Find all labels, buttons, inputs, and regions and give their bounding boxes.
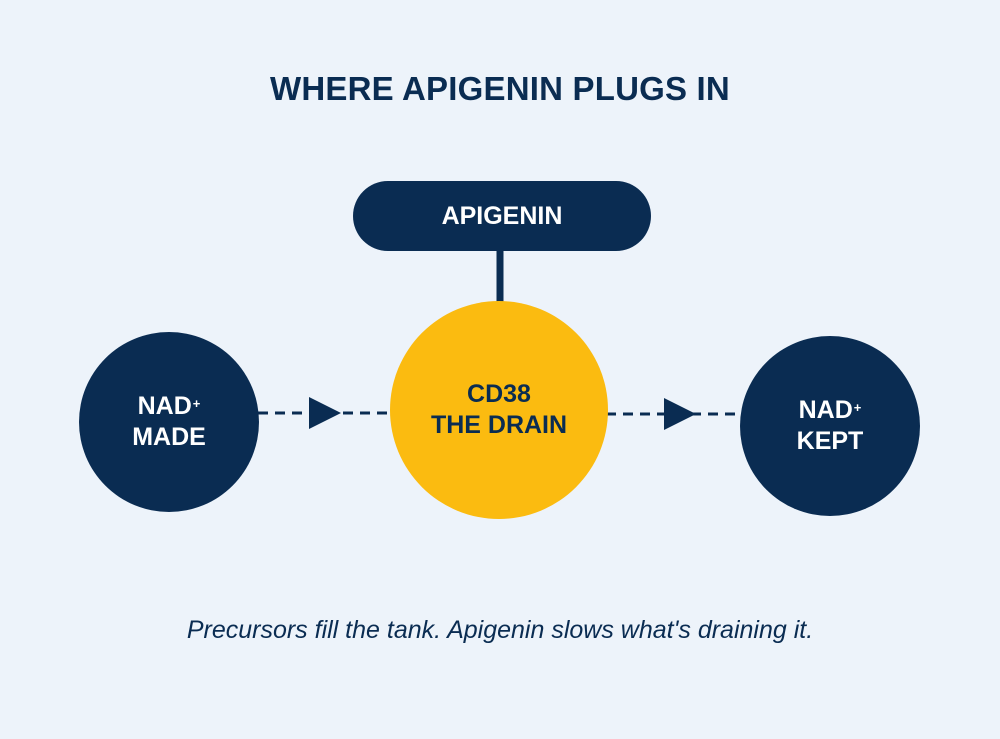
apigenin-node: APIGENIN	[353, 181, 651, 251]
nad-made-node: NAD+ MADE	[79, 332, 259, 512]
arrow-head-right	[664, 398, 696, 430]
cd38-node: CD38 THE DRAIN	[390, 301, 608, 519]
cd38-line2: THE DRAIN	[430, 411, 568, 439]
cd38-line1: CD38	[467, 380, 531, 408]
nad-kept-nad: NAD	[798, 396, 853, 424]
arrow-head-left	[309, 397, 341, 429]
apigenin-label: APIGENIN	[441, 201, 563, 230]
nad-kept-line2: KEPT	[796, 427, 864, 455]
nad-made-line1: NAD+	[138, 391, 201, 422]
nad-kept-node: NAD+ KEPT	[740, 336, 920, 516]
nad-made-nad: NAD	[137, 392, 192, 420]
diagram-title: WHERE APIGENIN PLUGS IN	[270, 70, 730, 107]
nad-kept-sup: +	[853, 400, 862, 415]
nad-kept-line1: NAD+	[799, 395, 862, 426]
nad-made-sup: +	[192, 396, 201, 411]
caption: Precursors fill the tank. Apigenin slows…	[186, 616, 814, 644]
nad-made-line2: MADE	[132, 423, 206, 451]
